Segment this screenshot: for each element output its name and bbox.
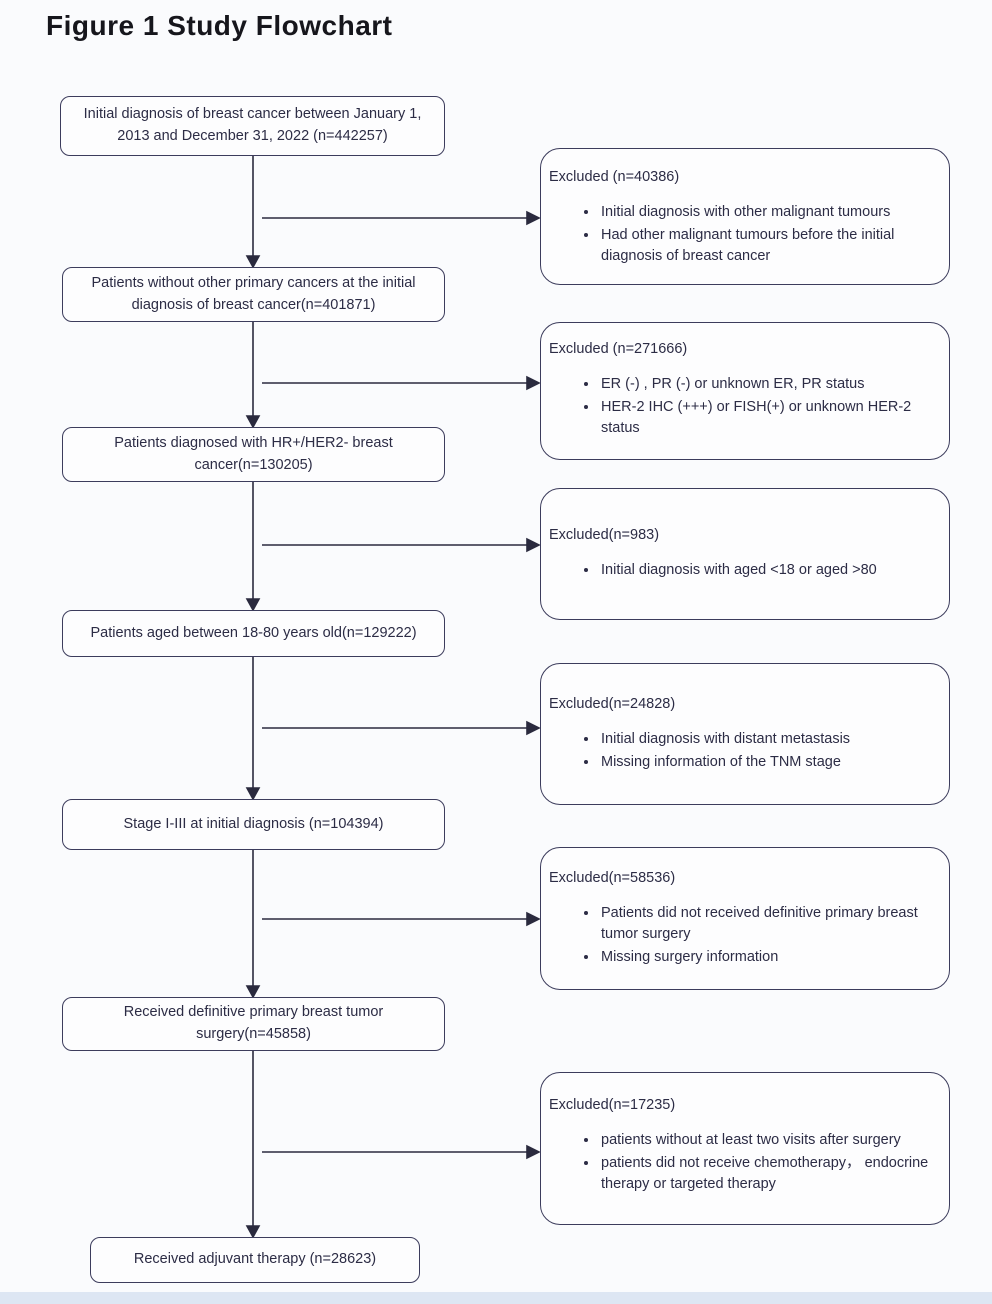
- figure-title: Figure 1 Study Flowchart: [46, 10, 393, 41]
- arrowhead-down-1: [245, 255, 261, 269]
- exclusion-bullet-list: Initial diagnosis with distant metastasi…: [547, 729, 939, 773]
- arrowhead-down-2: [245, 415, 261, 429]
- arrowhead-down-5: [245, 985, 261, 999]
- exclusion-box-6: Excluded(n=17235) patients without at le…: [540, 1072, 950, 1225]
- exclusion-bullet-list: patients without at least two visits aft…: [547, 1130, 939, 1195]
- exclusion-box-5: Excluded(n=58536) Patients did not recei…: [540, 847, 950, 990]
- bottom-bar: [0, 1292, 992, 1304]
- flow-step-hr-her2-diagnosis: Patients diagnosed with HR+/HER2- breast…: [62, 427, 445, 482]
- exclusion-box-4: Excluded(n=24828) Initial diagnosis with…: [540, 663, 950, 805]
- exclusion-bullet: Had other malignant tumours before the i…: [599, 225, 939, 267]
- exclusion-bullet: patients without at least two visits aft…: [599, 1130, 939, 1151]
- exclusion-bullet-list: Initial diagnosis with other malignant t…: [547, 202, 939, 267]
- exclusion-bullet-list: Initial diagnosis with aged <18 or aged …: [547, 560, 939, 581]
- exclusion-bullet: Initial diagnosis with other malignant t…: [599, 202, 939, 223]
- flow-step-definitive-surgery: Received definitive primary breast tumor…: [62, 997, 445, 1051]
- flow-step-text: Stage I-III at initial diagnosis (n=1043…: [123, 815, 384, 832]
- exclusion-title: Excluded (n=40386): [549, 169, 680, 185]
- exclusion-bullet: HER-2 IHC (+++) or FISH(+) or unknown HE…: [599, 397, 939, 439]
- exclusion-bullet-list: ER (-) , PR (-) or unknown ER, PR status…: [547, 374, 939, 439]
- exclusion-bullet: Missing information of the TNM stage: [599, 752, 939, 773]
- arrowhead-right-1: [526, 210, 541, 226]
- arrowhead-right-5: [526, 911, 541, 927]
- arrowhead-right-6: [526, 1144, 541, 1160]
- exclusion-bullet: Patients did not received definitive pri…: [599, 903, 939, 945]
- flow-step-initial-diagnosis: Initial diagnosis of breast cancer betwe…: [60, 96, 445, 156]
- exclusion-bullet: Missing surgery information: [599, 947, 939, 968]
- exclusion-title: Excluded (n=271666): [549, 341, 688, 357]
- arrowhead-right-2: [526, 375, 541, 391]
- flow-step-text: Patients without other primary cancers a…: [91, 274, 416, 313]
- flow-step-text: Patients diagnosed with HR+/HER2- breast…: [114, 434, 393, 473]
- flow-step-age-18-80: Patients aged between 18-80 years old(n=…: [62, 610, 445, 657]
- exclusion-bullet: Initial diagnosis with aged <18 or aged …: [599, 560, 939, 581]
- flow-step-text: Initial diagnosis of breast cancer betwe…: [83, 106, 422, 144]
- exclusion-bullet: Initial diagnosis with distant metastasi…: [599, 729, 939, 750]
- exclusion-bullet: patients did not receive chemotherapy， e…: [599, 1153, 939, 1195]
- exclusion-bullet-list: Patients did not received definitive pri…: [547, 903, 939, 968]
- arrowhead-right-3: [526, 537, 541, 553]
- arrowhead-down-3: [245, 598, 261, 612]
- exclusion-title: Excluded(n=983): [549, 527, 660, 543]
- exclusion-title: Excluded(n=58536): [549, 870, 676, 886]
- arrowhead-down-6: [245, 1225, 261, 1239]
- exclusion-title: Excluded(n=17235): [549, 1097, 676, 1113]
- flow-step-stage-i-iii: Stage I-III at initial diagnosis (n=1043…: [62, 799, 445, 850]
- exclusion-title: Excluded(n=24828): [549, 696, 676, 712]
- flow-step-text: Received adjuvant therapy (n=28623): [133, 1251, 377, 1268]
- flow-step-text: Received definitive primary breast tumor…: [123, 1004, 384, 1042]
- flow-step-adjuvant-therapy: Received adjuvant therapy (n=28623): [90, 1237, 420, 1283]
- exclusion-box-3: Excluded(n=983) Initial diagnosis with a…: [540, 488, 950, 620]
- exclusion-box-1: Excluded (n=40386) Initial diagnosis wit…: [540, 148, 950, 285]
- arrowhead-right-4: [526, 720, 541, 736]
- arrowhead-down-4: [245, 787, 261, 801]
- exclusion-bullet: ER (-) , PR (-) or unknown ER, PR status: [599, 374, 939, 395]
- flow-step-text: Patients aged between 18-80 years old(n=…: [90, 624, 417, 641]
- exclusion-box-2: Excluded (n=271666) ER (-) , PR (-) or u…: [540, 322, 950, 460]
- flow-step-no-other-primary-cancers: Patients without other primary cancers a…: [62, 267, 445, 322]
